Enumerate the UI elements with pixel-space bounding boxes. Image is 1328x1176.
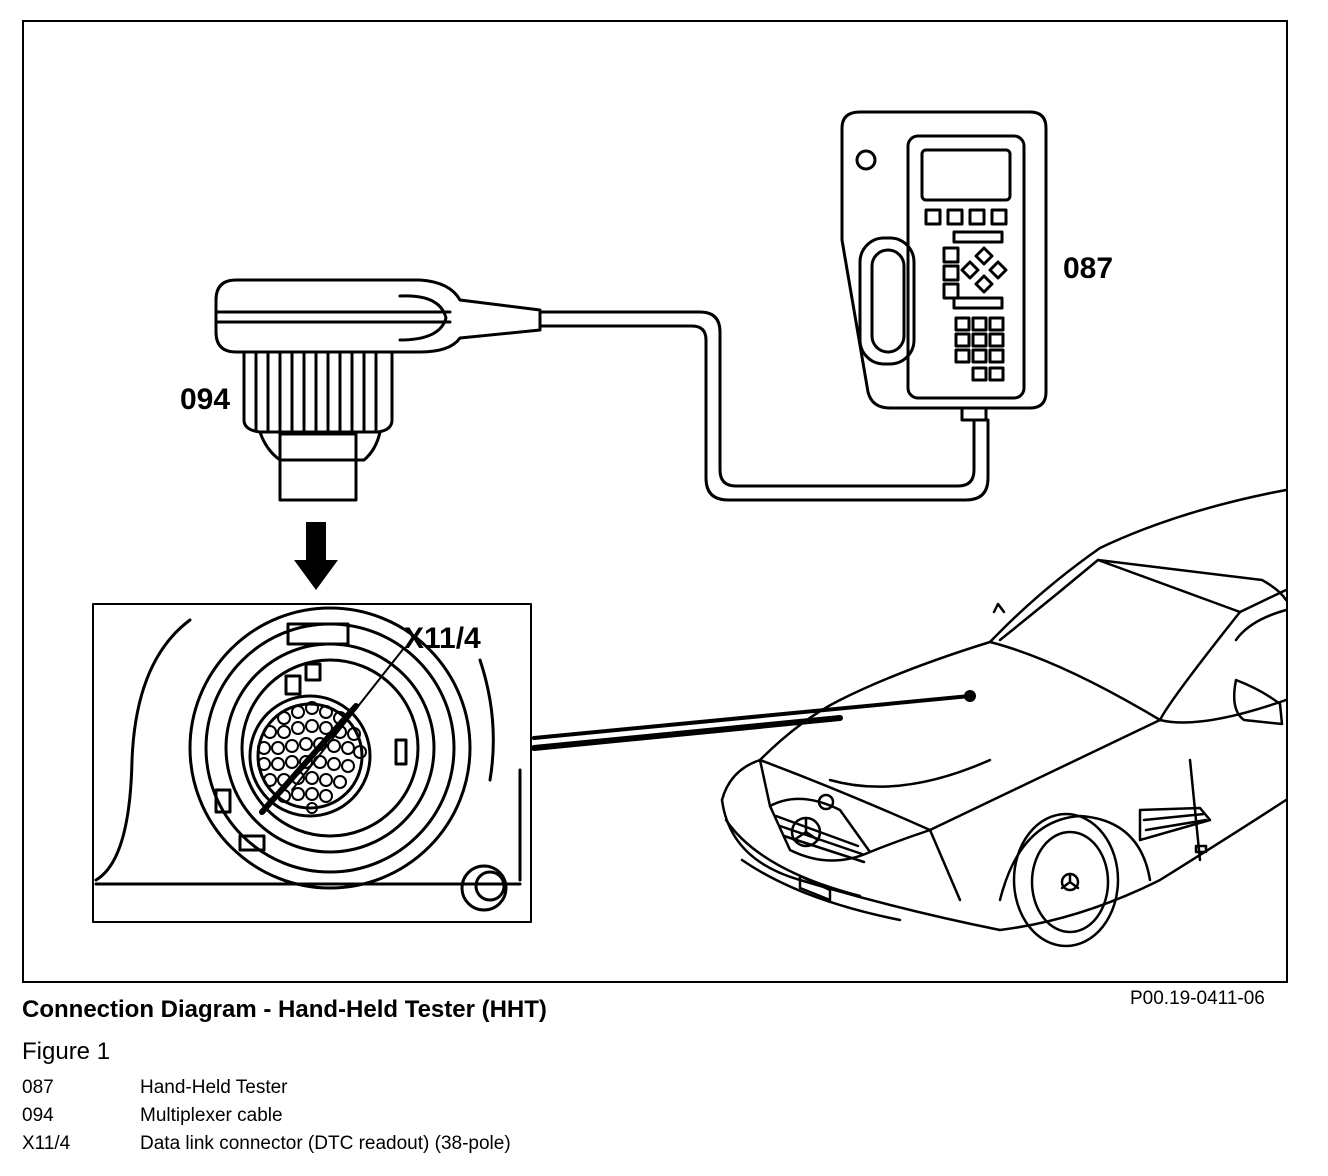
caption-title: Connection Diagram - Hand-Held Tester (H… [22,996,547,1023]
legend-list: 087 Hand-Held Tester 094 Multiplexer cab… [22,1074,511,1158]
hand-held-tester-illustration [840,110,1048,422]
legend-code: 087 [22,1077,54,1098]
legend-description: Hand-Held Tester [140,1077,288,1098]
connector-detail-inset [92,603,532,923]
callout-cable: 094 [180,383,231,416]
diagram-frame [22,20,1288,983]
car-illustration [720,488,1288,948]
figure-reference-code: P00.19-0411-06 [1130,988,1265,1009]
legend-code: X11/4 [22,1133,71,1154]
multiplexer-connector-illustration [214,278,542,502]
callout-connector: X11/4 [404,622,481,655]
legend-item: X11/4 Data link connector (DTC readout) … [22,1130,511,1158]
legend-item: 094 Multiplexer cable [22,1102,511,1130]
legend-item: 087 Hand-Held Tester [22,1074,511,1102]
callout-tester: 087 [1063,252,1114,285]
location-leader-line [532,694,972,740]
legend-description: Data link connector (DTC readout) (38-po… [140,1133,511,1154]
figure-number: Figure 1 [22,1038,111,1065]
legend-code: 094 [22,1105,54,1126]
multiplexer-cable-path [538,310,990,502]
connector-pin-diagonal [259,703,359,815]
insert-arrow [294,522,338,590]
legend-description: Multiplexer cable [140,1105,283,1126]
